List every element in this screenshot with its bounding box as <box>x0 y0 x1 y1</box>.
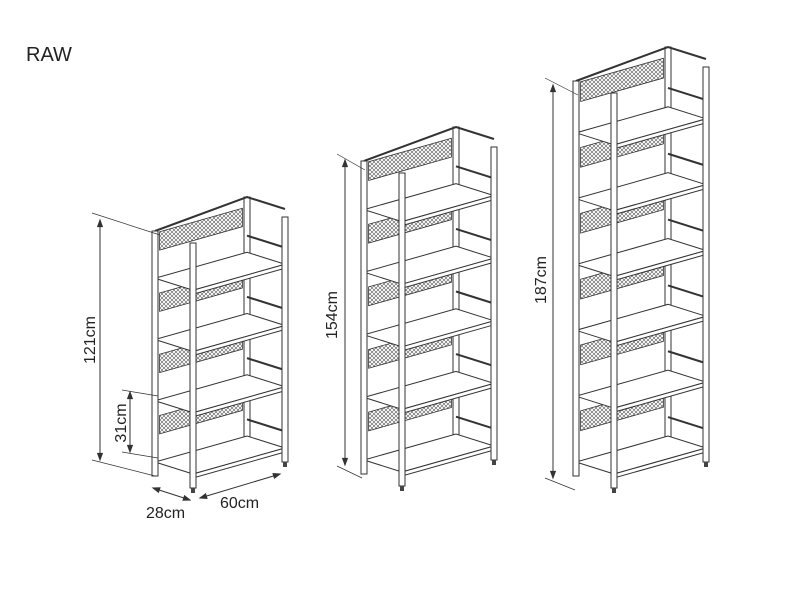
arrowhead <box>549 83 557 93</box>
foot <box>283 462 287 467</box>
mesh-panel <box>580 57 664 102</box>
front-post <box>490 146 498 461</box>
side-rail <box>455 415 495 430</box>
shelf-unit-medium <box>360 125 498 491</box>
extension-line <box>544 77 579 96</box>
extension-line <box>336 465 363 479</box>
top-frame <box>154 195 286 232</box>
extension-line <box>121 389 159 397</box>
side-rail <box>667 416 707 431</box>
side-rail <box>455 227 495 242</box>
product-title: RAW <box>26 44 72 66</box>
side-rail <box>667 152 707 167</box>
extension-line <box>336 153 366 171</box>
shelf-unit-large <box>572 45 710 493</box>
extension-line <box>91 459 156 477</box>
arrowhead <box>182 494 192 501</box>
mesh-panel <box>368 137 452 182</box>
arrowhead <box>151 487 161 494</box>
foot <box>704 462 708 467</box>
arrowhead <box>549 470 557 480</box>
arrowhead <box>96 218 104 228</box>
height-label-medium: 154cm <box>324 291 341 339</box>
side-rail <box>667 86 707 101</box>
side-rail <box>667 284 707 299</box>
width-label: 60cm <box>220 495 259 512</box>
arrowhead <box>272 473 282 480</box>
extension-line <box>544 477 576 491</box>
front-post <box>189 242 197 489</box>
arrowhead <box>96 452 104 462</box>
side-rail <box>455 165 495 180</box>
top-frame <box>363 125 495 162</box>
top-frame <box>575 45 707 82</box>
side-rail <box>246 357 286 372</box>
width-dimension <box>199 473 281 499</box>
side-rail <box>455 290 495 305</box>
left-post <box>572 80 580 477</box>
arrowhead <box>341 158 349 168</box>
height-label-small: 121cm <box>82 316 99 364</box>
extension-line <box>91 212 161 236</box>
arrowhead <box>126 444 134 454</box>
side-rail <box>667 218 707 233</box>
side-rail <box>667 350 707 365</box>
left-post <box>360 160 368 475</box>
left-post <box>151 230 159 477</box>
height-label-large: 187cm <box>533 256 550 304</box>
mesh-panel <box>159 207 243 251</box>
shelf-unit-small <box>151 195 289 493</box>
foot <box>191 488 195 493</box>
front-post <box>610 92 618 489</box>
side-rail <box>246 234 286 249</box>
side-rail <box>246 295 286 310</box>
front-post <box>281 216 289 463</box>
front-post <box>398 172 406 487</box>
arrowhead <box>341 457 349 467</box>
foot <box>492 460 496 465</box>
depth-label: 28cm <box>146 505 185 522</box>
shelf-spacing-label: 31cm <box>113 403 130 442</box>
arrowhead <box>198 492 208 499</box>
front-post <box>702 66 710 463</box>
side-rail <box>246 418 286 433</box>
side-rail <box>455 353 495 368</box>
arrowhead <box>126 390 134 400</box>
extension-line <box>121 451 159 459</box>
foot <box>612 488 616 493</box>
foot <box>400 486 404 491</box>
